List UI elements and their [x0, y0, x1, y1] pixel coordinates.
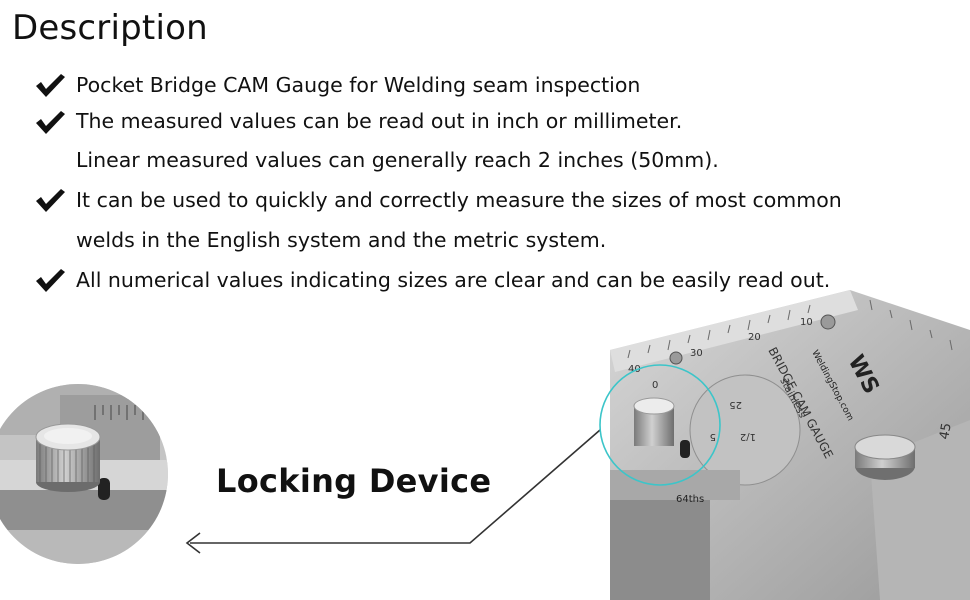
slider-number: 0: [652, 380, 658, 391]
scale-number: 20: [748, 332, 761, 343]
callout-arrow: [185, 429, 601, 554]
zoom-detail-circle: [0, 384, 168, 564]
list-item-text: All numerical values indicating sizes ar…: [76, 268, 831, 292]
locking-device-label: Locking Device: [216, 462, 492, 500]
slider-number: 25: [729, 399, 742, 410]
list-item-text: Linear measured values can generally rea…: [76, 148, 719, 172]
list-item: It can be used to quickly and correctly …: [34, 180, 954, 220]
checkmark-icon: [36, 269, 65, 292]
scale-number: 30: [690, 348, 703, 359]
fraction-label: 64ths: [676, 494, 704, 505]
checkmark-icon: [36, 111, 65, 134]
highlight-circle: [599, 364, 721, 486]
angle-label: 45: [937, 422, 955, 441]
list-item: All numerical values indicating sizes ar…: [34, 260, 954, 300]
list-item-text: welds in the English system and the metr…: [76, 228, 607, 252]
gauge-photo: WS WeldingStop.com BRIDGE CAM GAUGE stai…: [599, 290, 970, 600]
slider-number: 1/2: [740, 431, 756, 442]
page-title: Description: [12, 8, 208, 48]
list-item: Pocket Bridge CAM Gauge for Welding seam…: [34, 68, 954, 102]
feature-list: Pocket Bridge CAM Gauge for Welding seam…: [34, 68, 954, 300]
list-item-text: Pocket Bridge CAM Gauge for Welding seam…: [76, 73, 641, 97]
checkmark-icon: [36, 74, 65, 97]
scale-number: 10: [800, 317, 813, 328]
list-item: Linear measured values can generally rea…: [34, 140, 954, 180]
slider-number: 5: [710, 431, 716, 442]
list-item-text: The measured values can be read out in i…: [76, 109, 683, 133]
checkmark-icon: [36, 189, 65, 212]
list-item: welds in the English system and the metr…: [34, 220, 954, 260]
list-item: The measured values can be read out in i…: [34, 102, 954, 140]
list-item-text: It can be used to quickly and correctly …: [76, 188, 842, 212]
scale-number: 40: [628, 364, 641, 375]
